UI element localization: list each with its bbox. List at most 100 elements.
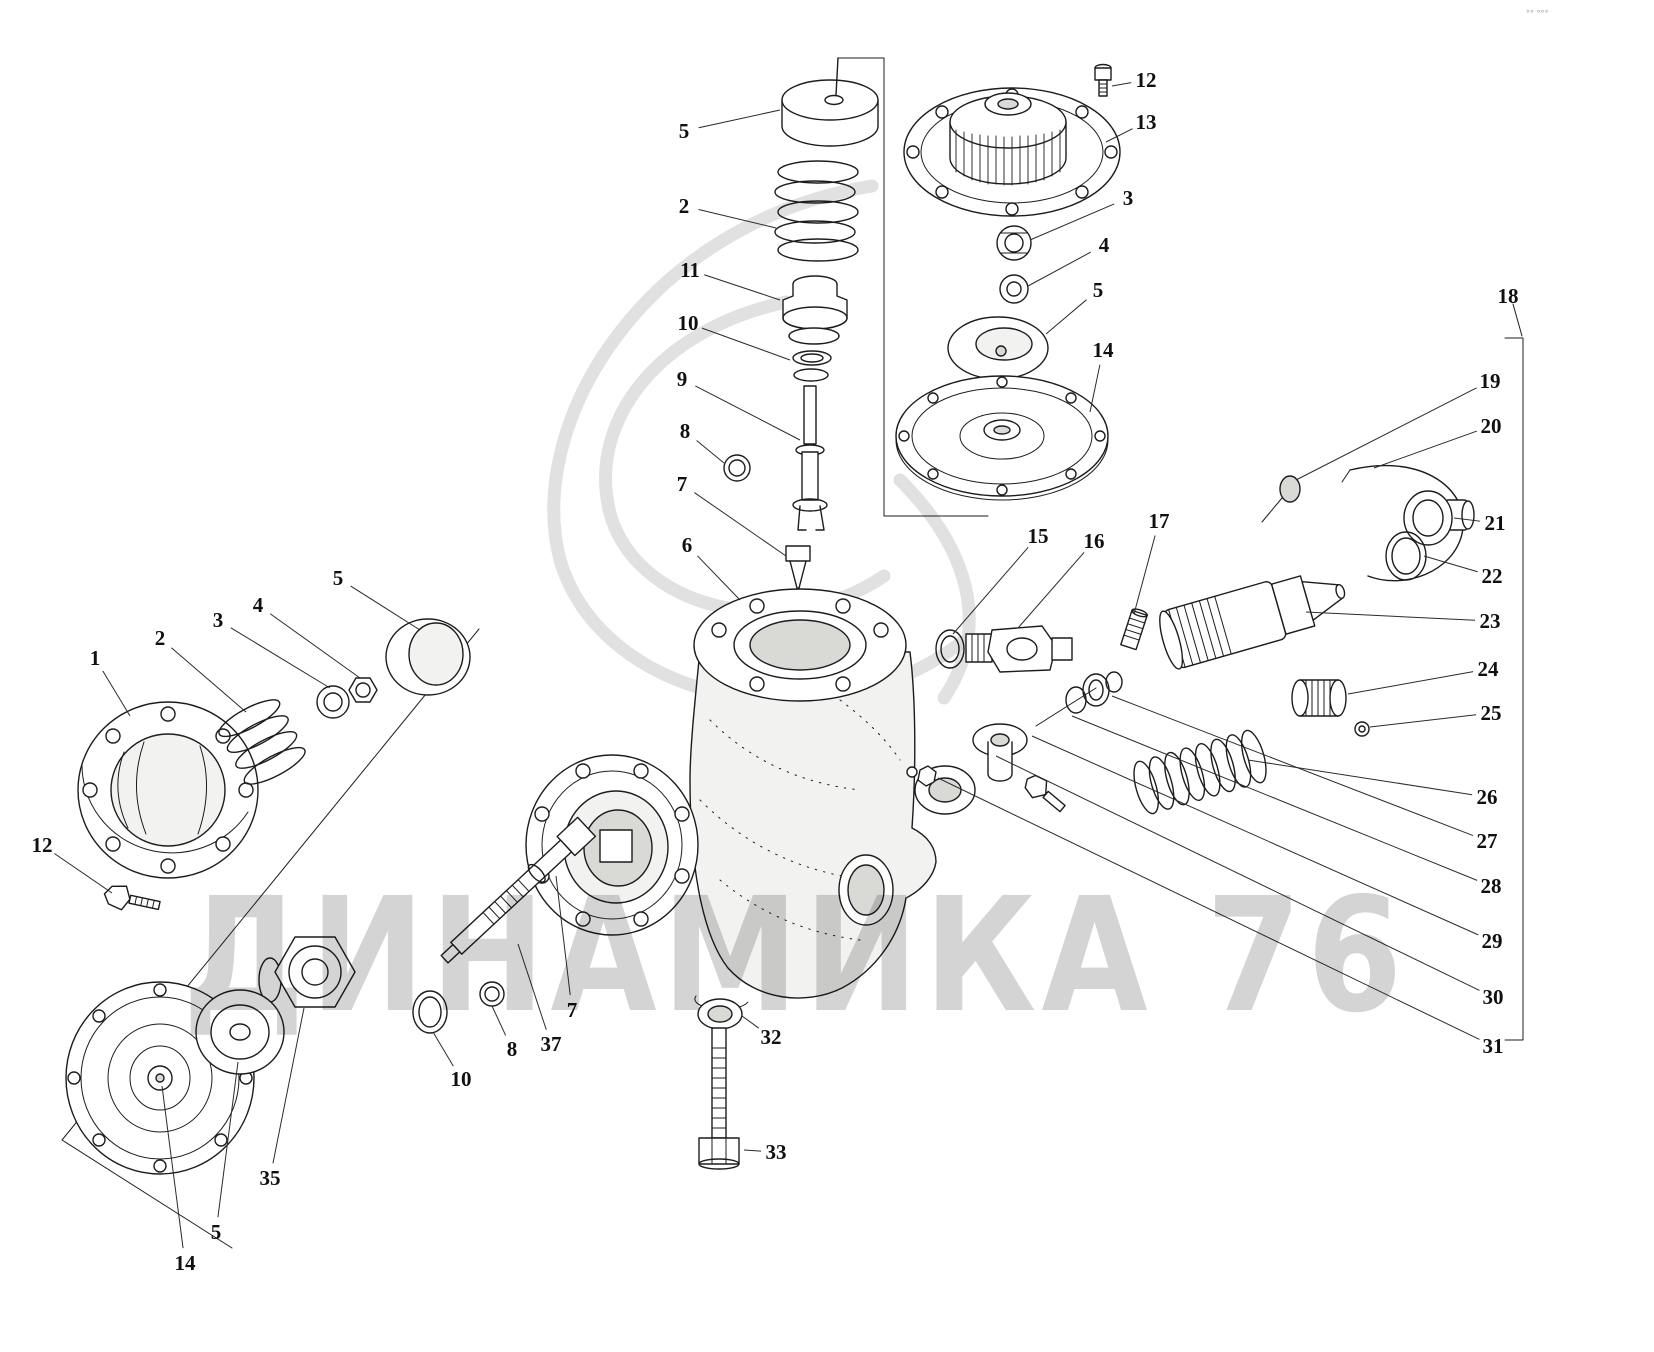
part-label-3: 3 <box>213 608 224 632</box>
cover-part-13 <box>903 87 1121 217</box>
leader-line-30 <box>995 755 1480 991</box>
drawing-layer <box>61 57 1524 1249</box>
part-label-8: 8 <box>680 419 691 443</box>
cap-part-5-left <box>385 618 471 696</box>
leader-line-14 <box>1089 364 1101 413</box>
cap-part-5-top <box>781 57 879 147</box>
ring-part-22 <box>1385 531 1427 581</box>
nut-part-3-right <box>996 225 1032 261</box>
bolt-part-12-left <box>103 885 161 911</box>
grouping-bracket-top <box>837 57 989 517</box>
part-label-22: 22 <box>1482 564 1503 588</box>
part-label-13: 13 <box>1136 110 1157 134</box>
part-label-31: 31 <box>1483 1034 1504 1058</box>
part-label-4: 4 <box>1099 233 1110 257</box>
leader-line-10 <box>432 1031 454 1067</box>
part-label-29: 29 <box>1482 929 1503 953</box>
nub-part-25 <box>1354 721 1370 737</box>
part-label-21: 21 <box>1485 511 1506 535</box>
part-label-20: 20 <box>1481 414 1502 438</box>
diaphragm-part-5-bottom <box>195 989 285 1075</box>
leader-line-5 <box>698 109 781 129</box>
part-label-5: 5 <box>333 566 344 590</box>
leader-line-4 <box>269 613 361 679</box>
part-label-14: 14 <box>175 1251 197 1275</box>
nut-part-3-left <box>316 685 350 719</box>
leader-line-33 <box>743 1149 762 1152</box>
leader-line-8 <box>696 440 725 464</box>
part-label-25: 25 <box>1481 701 1502 725</box>
part-label-5: 5 <box>679 119 690 143</box>
spring-part-2-top <box>774 160 859 262</box>
bolt-part-12-right <box>1094 63 1112 97</box>
leader-line-35 <box>272 1007 305 1164</box>
part-label-24: 24 <box>1478 657 1500 681</box>
part-label-2: 2 <box>679 194 690 218</box>
leader-line-20 <box>1373 430 1478 469</box>
part-label-17: 17 <box>1149 509 1170 533</box>
leader-line-6 <box>697 555 741 601</box>
shaft-part-37 <box>440 816 597 964</box>
spring-part-26 <box>1133 729 1267 815</box>
ring-part-10-bottom <box>412 990 448 1034</box>
part-label-14: 14 <box>1093 338 1115 362</box>
part-label-30: 30 <box>1483 985 1504 1009</box>
leader-line-29 <box>1031 735 1479 936</box>
leader-line-31 <box>937 777 1480 1040</box>
leader-line-7 <box>694 492 787 557</box>
part-label-5: 5 <box>211 1220 222 1244</box>
part-label-7: 7 <box>677 472 688 496</box>
plug-part-24 <box>1291 679 1347 717</box>
ring-part-8-top <box>723 454 751 482</box>
leader-line-12 <box>1111 82 1132 87</box>
leader-line-27 <box>1111 695 1474 837</box>
construction-lines <box>61 628 480 1249</box>
leader-line-19 <box>1295 387 1477 481</box>
part-label-26: 26 <box>1477 785 1498 809</box>
bracket-18 <box>1504 303 1524 1041</box>
fitting-part-21 <box>1403 490 1475 546</box>
part-label-27: 27 <box>1477 829 1498 853</box>
leader-line-2 <box>171 647 247 713</box>
leader-line-22 <box>1423 555 1478 573</box>
watermark-text: ДИНАМИКА 76 <box>183 864 1408 1048</box>
part-label-32: 32 <box>761 1025 782 1049</box>
leader-line-37 <box>517 943 547 1030</box>
part-label-4: 4 <box>253 593 264 617</box>
part-label-15: 15 <box>1028 524 1049 548</box>
leader-line-10 <box>701 327 791 361</box>
part-label-19: 19 <box>1480 369 1501 393</box>
part-label-23: 23 <box>1480 609 1501 633</box>
leader-line-16 <box>1017 551 1085 629</box>
part-label-9: 9 <box>677 367 688 391</box>
leader-line-17 <box>1133 535 1156 615</box>
washer-part-4-right <box>999 274 1029 304</box>
leader-line-5 <box>1045 299 1087 335</box>
leader-line-8 <box>491 1005 507 1036</box>
part-label-10: 10 <box>678 311 699 335</box>
leader-line-14 <box>161 1085 184 1249</box>
part-label-33: 33 <box>766 1140 787 1164</box>
o-ring-part-15 <box>935 629 965 669</box>
small-parts-cluster-27-31 <box>906 671 1123 813</box>
part-label-5: 5 <box>1093 278 1104 302</box>
leader-line-32 <box>741 1015 760 1029</box>
part-label-1: 1 <box>90 646 101 670</box>
part-label-12: 12 <box>32 833 53 857</box>
leader-line-23 <box>1305 611 1476 621</box>
nut-part-35 <box>258 936 356 1008</box>
nut-part-11 <box>782 275 848 345</box>
valve-part-23 <box>1159 575 1346 670</box>
stem-part-9 <box>792 385 828 531</box>
washer-part-4-left <box>348 677 378 703</box>
cap-part-5-right <box>947 316 1049 380</box>
leader-line-3 <box>1029 203 1115 241</box>
washer-part-32 <box>697 998 743 1030</box>
stud-part-17 <box>1120 608 1148 651</box>
part-label-3: 3 <box>1123 186 1134 210</box>
leader-line-24 <box>1347 671 1474 695</box>
part-label-6: 6 <box>682 533 693 557</box>
part-label-10: 10 <box>451 1067 472 1091</box>
